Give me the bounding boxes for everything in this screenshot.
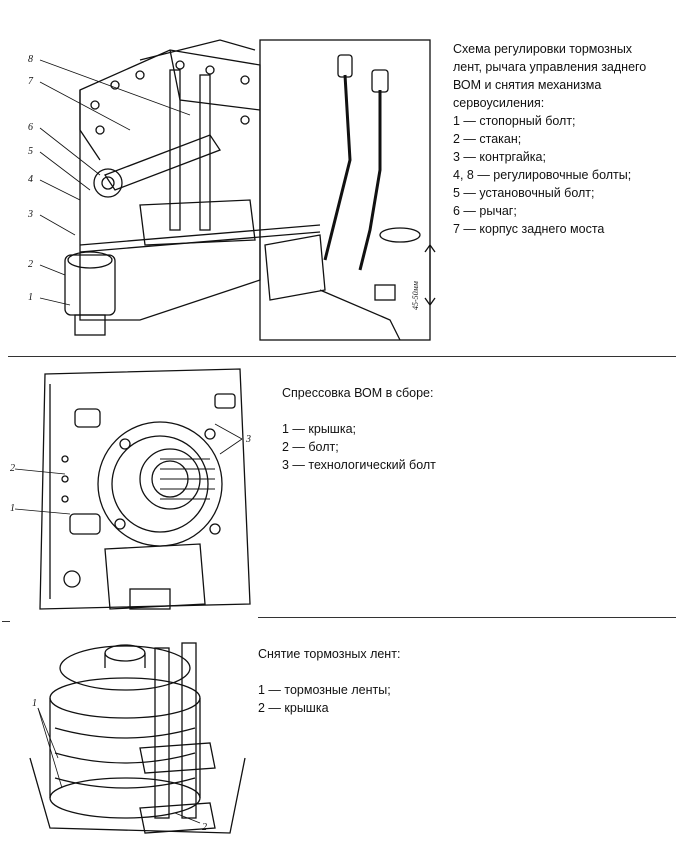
caption-title-line: ВОМ и снятия механизма bbox=[453, 78, 602, 92]
caption-item: 2 — стакан; bbox=[453, 132, 522, 146]
separator-tick bbox=[2, 621, 10, 622]
callout-3: 3 bbox=[27, 209, 33, 220]
caption-item: 4, 8 — регулировочные болты; bbox=[453, 168, 632, 182]
dimension-label: 45-50мм bbox=[411, 281, 420, 310]
callout-8: 8 bbox=[28, 54, 33, 65]
separator-line bbox=[8, 356, 676, 357]
callout-6: 6 bbox=[28, 122, 33, 133]
caption-item: 1 — крышка; bbox=[282, 422, 356, 436]
caption-item: 3 — контргайка; bbox=[453, 150, 546, 164]
callout-1: 1 bbox=[28, 292, 33, 303]
separator-line bbox=[258, 617, 676, 618]
drawing-brake-band-removal: 1 2 bbox=[10, 628, 250, 840]
caption-item: 3 — технологический болт bbox=[282, 458, 436, 472]
caption-item: 7 — корпус заднего моста bbox=[453, 222, 605, 236]
caption-item: 1 — стопорный болт; bbox=[453, 114, 576, 128]
callout-7: 7 bbox=[28, 76, 34, 87]
callout-1: 1 bbox=[10, 503, 15, 514]
callout-3: 3 bbox=[245, 434, 251, 445]
caption-item: 6 — рычаг; bbox=[453, 204, 517, 218]
caption-title: Снятие тормозных лент: bbox=[258, 647, 401, 661]
callout-1: 1 bbox=[32, 698, 37, 709]
caption-pto-pressing: Спрессовка ВОМ в сборе: 1 — крышка; 2 — … bbox=[282, 384, 512, 474]
drawing-pto-pressing: 3 2 1 bbox=[10, 364, 260, 616]
caption-brake-band-removal: Снятие тормозных лент: 1 — тормозные лен… bbox=[258, 645, 488, 717]
callout-5: 5 bbox=[28, 146, 33, 157]
caption-spacer bbox=[282, 402, 512, 420]
callout-2: 2 bbox=[28, 259, 33, 270]
callout-2: 2 bbox=[202, 822, 207, 833]
caption-item: 2 — крышка bbox=[258, 701, 329, 715]
caption-title-line: Схема регулировки тормозных bbox=[453, 42, 633, 56]
caption-spacer bbox=[258, 663, 488, 681]
caption-title-line: лент, рычага управления заднего bbox=[453, 60, 647, 74]
caption-brake-band-adjustment: Схема регулировки тормозных лент, рычага… bbox=[453, 40, 678, 238]
caption-item: 1 — тормозные ленты; bbox=[258, 683, 391, 697]
drawing-brake-band-adjustment: 8 7 6 5 4 3 2 1 45-50мм bbox=[20, 20, 440, 350]
caption-item: 5 — установочный болт; bbox=[453, 186, 595, 200]
callout-4: 4 bbox=[28, 174, 33, 185]
caption-title-line: сервоусиления: bbox=[453, 96, 545, 110]
caption-item: 2 — болт; bbox=[282, 440, 339, 454]
callout-2: 2 bbox=[10, 463, 15, 474]
caption-title: Спрессовка ВОМ в сборе: bbox=[282, 386, 434, 400]
